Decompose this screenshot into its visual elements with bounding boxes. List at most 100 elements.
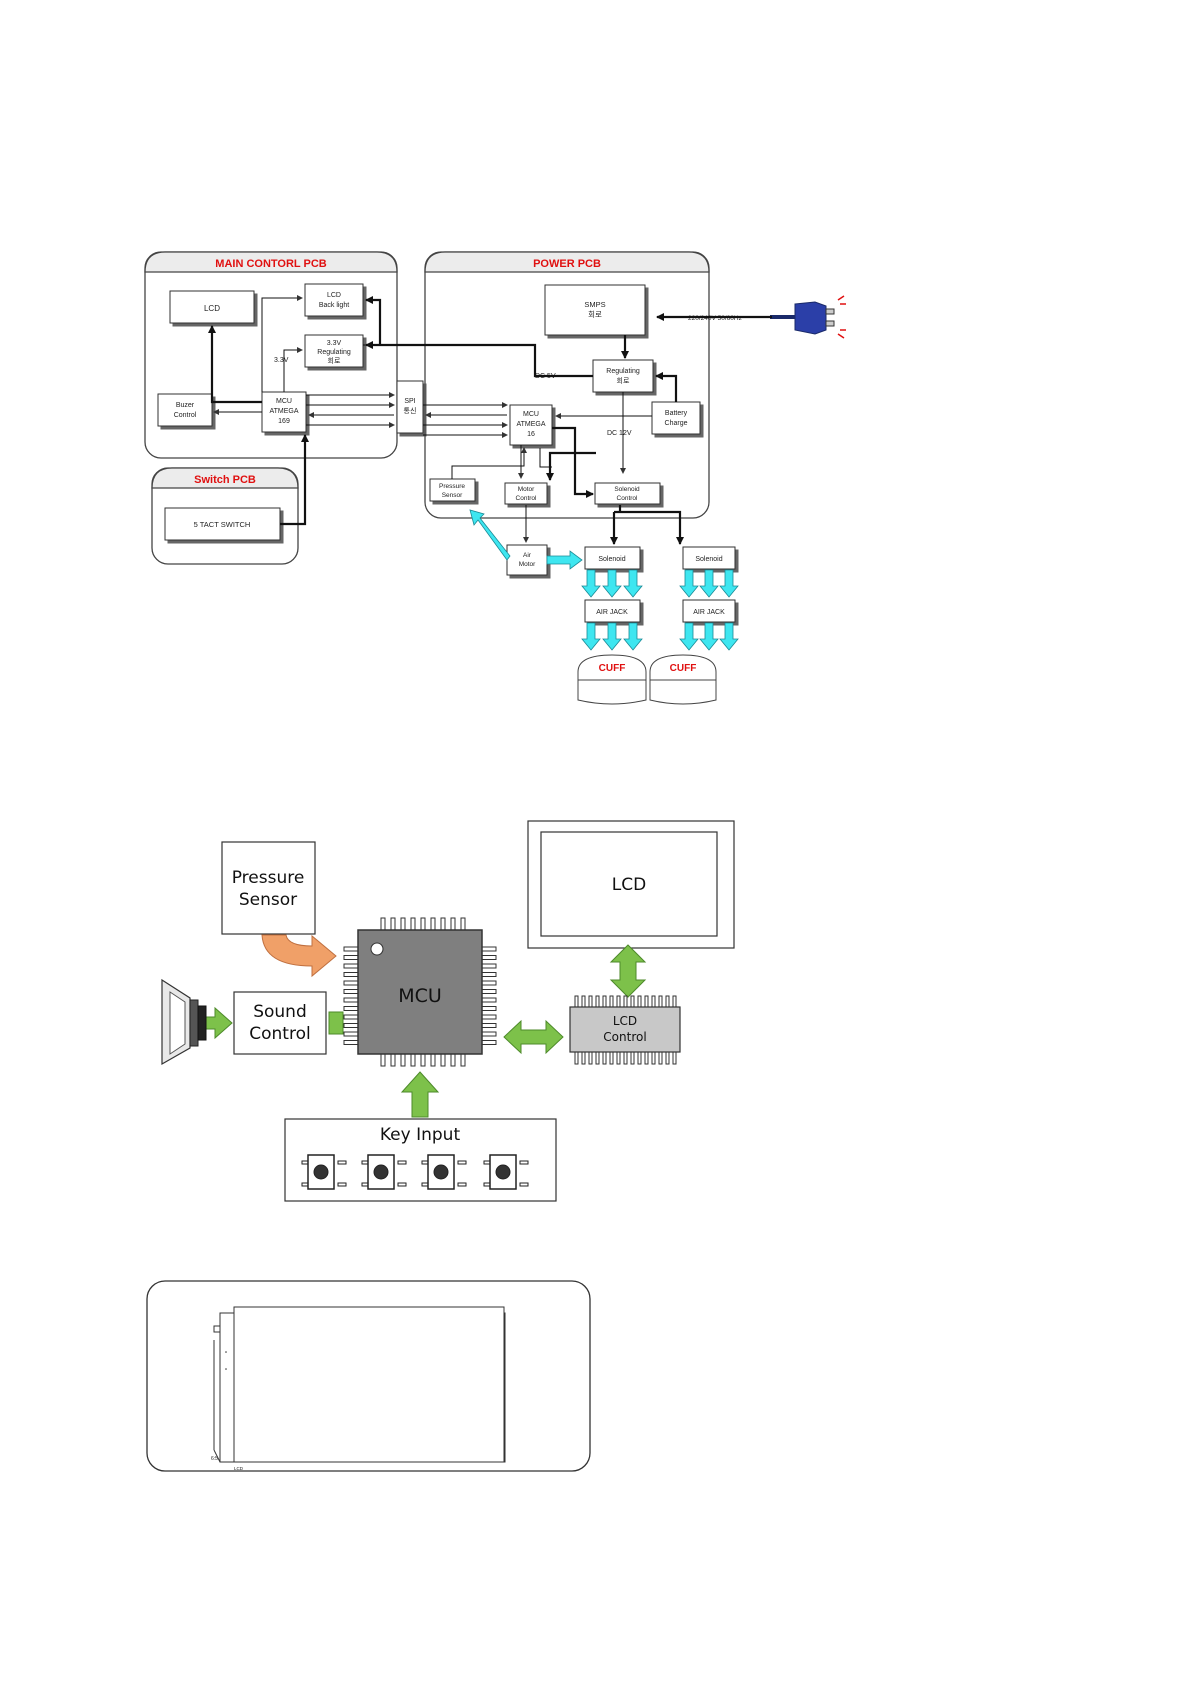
svg-text:Control: Control bbox=[516, 495, 538, 502]
mcu-pin bbox=[481, 1040, 497, 1045]
lcd-control-pin bbox=[581, 995, 586, 1008]
mcu-pin bbox=[380, 917, 386, 931]
svg-text:Battery: Battery bbox=[665, 410, 688, 417]
svg-text:LCD: LCD bbox=[327, 292, 341, 299]
signal-arrows bbox=[208, 295, 772, 545]
svg-text:Control: Control bbox=[249, 1024, 310, 1044]
svg-text:16: 16 bbox=[527, 431, 535, 438]
key-input-label: Key Input bbox=[380, 1125, 461, 1145]
key-input-arrow bbox=[400, 1071, 440, 1118]
svg-text:Control: Control bbox=[603, 1030, 646, 1044]
mcu-pin bbox=[400, 1053, 406, 1067]
svg-text:Air: Air bbox=[523, 552, 532, 559]
motor-control-block: Motor Control bbox=[504, 482, 548, 505]
lcd-control-pin bbox=[630, 995, 635, 1008]
svg-text:3.3V: 3.3V bbox=[327, 340, 342, 347]
mcu-pin bbox=[343, 963, 359, 969]
mcu-to-sound-connector bbox=[328, 1011, 344, 1035]
svg-text:Buzer: Buzer bbox=[176, 402, 195, 409]
system-block-diagram: MAIN CONTORL PCB POWER PCB Switch PCB LC… bbox=[144, 251, 846, 705]
pressure-sensor-box: Pressure Sensor bbox=[221, 841, 316, 935]
mcu-pin bbox=[343, 1014, 359, 1020]
mcu-pin bbox=[420, 1053, 426, 1067]
svg-text:AIR JACK: AIR JACK bbox=[596, 609, 628, 616]
lcd-control-pin bbox=[574, 1051, 579, 1065]
mcu-pin bbox=[430, 1053, 436, 1067]
label-ac-input: 220/240V 50/60Hz bbox=[688, 315, 742, 322]
mcu-pin bbox=[481, 980, 497, 986]
mcu-pin bbox=[343, 946, 359, 952]
lcd-control-pin bbox=[595, 995, 600, 1008]
lcd-control-pin bbox=[637, 1051, 642, 1065]
tact-switch-button-icon bbox=[421, 1154, 467, 1190]
lcd-control-pin bbox=[665, 995, 670, 1008]
smps-block: SMPS 회로 bbox=[544, 284, 646, 336]
mcu-pin bbox=[481, 1031, 497, 1037]
mcu-chip: MCU bbox=[343, 917, 497, 1067]
lcd-control-pin bbox=[623, 995, 628, 1008]
lcd-control-pin bbox=[644, 1051, 649, 1065]
svg-text:회로: 회로 bbox=[328, 357, 341, 365]
lcd-monitor: LCD bbox=[527, 820, 735, 949]
airjack-block-2: AIR JACK bbox=[682, 599, 736, 623]
lcd-control-pin bbox=[658, 1051, 663, 1065]
svg-text:Motor: Motor bbox=[519, 561, 536, 568]
switch-pcb-title: Switch PCB bbox=[194, 474, 256, 486]
svg-text:SPI: SPI bbox=[404, 398, 415, 405]
mcu-pin bbox=[420, 917, 426, 931]
sound-arrow bbox=[205, 1006, 233, 1040]
lcd-control-pin bbox=[672, 995, 677, 1008]
svg-text:5 TACT SWITCH: 5 TACT SWITCH bbox=[194, 520, 251, 529]
power-plug-icon bbox=[770, 295, 846, 339]
mcu-pin bbox=[343, 955, 359, 960]
mcu-pin bbox=[481, 989, 497, 994]
lcd-control-pin bbox=[609, 995, 614, 1008]
lcd-control-pin bbox=[616, 995, 621, 1008]
lcd-control-pin bbox=[616, 1051, 621, 1065]
mcu-pin bbox=[390, 1053, 396, 1067]
lcd-control-pin bbox=[637, 995, 642, 1008]
main-pcb-title: MAIN CONTORL PCB bbox=[215, 258, 326, 270]
lcd-control-pin bbox=[665, 1051, 670, 1065]
tact-switch-block: 5 TACT SWITCH bbox=[164, 507, 281, 541]
mcu-atmega169-block: MCU ATMEGA 169 bbox=[261, 391, 307, 433]
solenoid-control-block: Solenoid Control bbox=[594, 482, 661, 505]
svg-text:회로: 회로 bbox=[617, 377, 630, 385]
tact-switch-button-icon bbox=[301, 1154, 347, 1190]
lcd-control-pin bbox=[609, 1051, 614, 1065]
svg-text:Sensor: Sensor bbox=[239, 890, 297, 910]
mcu-pin bbox=[481, 955, 497, 960]
mcu-pin bbox=[343, 1023, 359, 1028]
mcu-pin bbox=[450, 917, 456, 931]
svg-text:Solenoid: Solenoid bbox=[695, 556, 722, 563]
svg-text:Pressure: Pressure bbox=[439, 483, 465, 490]
buzzer-control-block: Buzer Control bbox=[157, 393, 213, 427]
lcd-control-pin bbox=[574, 995, 579, 1008]
svg-text:회로: 회로 bbox=[588, 310, 602, 319]
svg-text:MCU: MCU bbox=[276, 398, 292, 405]
svg-text:Control: Control bbox=[617, 495, 639, 502]
svg-text:Control: Control bbox=[174, 412, 197, 419]
svg-text:Solenoid: Solenoid bbox=[598, 556, 625, 563]
power-pcb-title: POWER PCB bbox=[533, 258, 601, 270]
mcu-functional-diagram: Pressure Sensor MCU LCD LCD Control bbox=[161, 820, 735, 1202]
svg-text:LCD: LCD bbox=[613, 1014, 637, 1028]
tact-switch-button-icon bbox=[361, 1154, 407, 1190]
svg-text:CUFF: CUFF bbox=[599, 663, 626, 674]
mcu-pin bbox=[410, 917, 416, 931]
mcu-pin bbox=[343, 1006, 359, 1011]
lcd-control-pin bbox=[644, 995, 649, 1008]
label-3v3: 3.3V bbox=[274, 357, 289, 364]
mcu-pin bbox=[343, 1031, 359, 1037]
svg-text:Charge: Charge bbox=[665, 420, 688, 427]
mcu-pin bbox=[481, 946, 497, 952]
spi-block: SPI 통신 bbox=[396, 380, 424, 434]
svg-text:Solenoid: Solenoid bbox=[614, 486, 640, 493]
lcd-panel-drawing: 6:5 LCD bbox=[146, 1280, 591, 1472]
mcu-pin bbox=[450, 1053, 456, 1067]
mcu-pin bbox=[343, 980, 359, 986]
lcd-bottom-label: LCD bbox=[234, 1466, 244, 1471]
svg-text:CUFF: CUFF bbox=[670, 663, 697, 674]
mcu-pin bbox=[481, 997, 497, 1003]
